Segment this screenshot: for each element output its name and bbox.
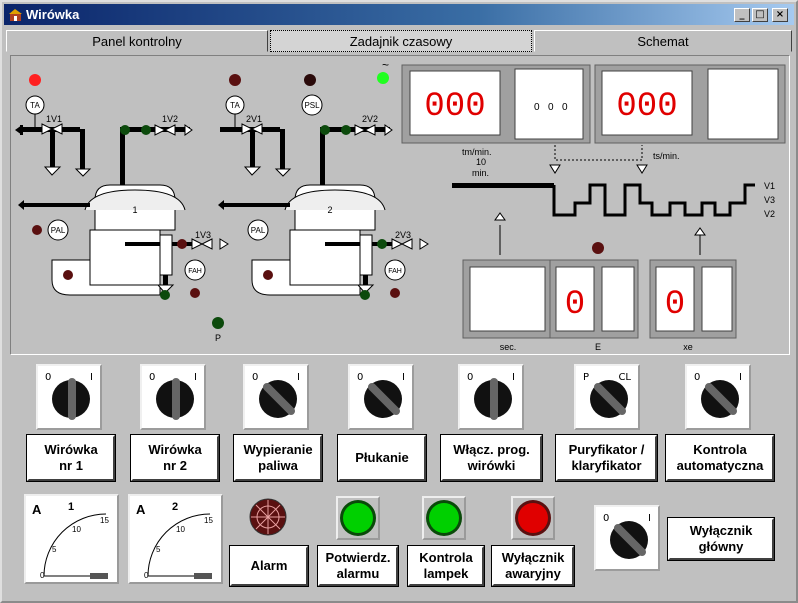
tm-value: 10 <box>476 157 486 167</box>
svg-text:10: 10 <box>176 525 185 534</box>
counter-label: sec. <box>500 342 517 352</box>
pressure-label: P <box>215 333 221 343</box>
svg-text:0: 0 <box>40 571 45 580</box>
counter-xe: 0 xe <box>649 259 737 352</box>
valve-label: 1V3 <box>195 230 211 240</box>
ammeter-2: A 2 0 5 10 15 <box>128 494 223 584</box>
timer-module-1: 000 0 0 0 <box>401 64 591 144</box>
tab-panel-kontrolny[interactable]: Panel kontrolny <box>6 30 268 52</box>
valve-label: 1V2 <box>162 114 178 124</box>
counter-label: E <box>595 342 601 352</box>
counter-e-display: 0 <box>565 286 585 324</box>
alarm-lamp <box>249 498 287 536</box>
process-schematic: TA 1V1 1V2 1 PAL 1V3 <box>15 58 786 352</box>
svg-text:15: 15 <box>204 516 213 525</box>
sensor-label: TA <box>30 101 40 110</box>
timer-2-display: 000 <box>616 88 677 126</box>
wheel-digit: 0 <box>562 102 568 113</box>
centrifuge-label: 2 <box>327 205 332 215</box>
sensor-label: FAH <box>188 268 202 275</box>
app-icon <box>9 9 22 21</box>
window-title: Wirówka <box>26 7 80 22</box>
svg-text:15: 15 <box>100 516 109 525</box>
level-label: V3 <box>764 195 775 205</box>
maximize-button[interactable]: □ <box>752 8 768 22</box>
close-button[interactable]: × <box>772 8 788 22</box>
valve-label: 2V1 <box>246 114 262 124</box>
valve-label: 1V1 <box>46 114 62 124</box>
wheel-digit: 0 <box>548 102 554 113</box>
timer-module-2: 000 <box>594 64 786 144</box>
emergency-lamp <box>511 496 555 540</box>
level-label: V2 <box>764 209 775 219</box>
indicator-red <box>29 74 41 86</box>
power-symbol: ~ <box>382 58 389 72</box>
centrifuge-label: 1 <box>132 205 137 215</box>
timing-diagram: tm/min. 10 min. ts/min. V1 V3 V2 <box>452 145 775 255</box>
valve-label: 2V2 <box>362 114 378 124</box>
sensor-label: PAL <box>251 226 266 235</box>
confirm-lamp <box>336 496 380 540</box>
valve-label: 2V3 <box>395 230 411 240</box>
sensor-label: PAL <box>51 226 66 235</box>
program-button[interactable]: Włącz. prog.wirówki <box>440 434 543 482</box>
tab-zadajnik-czasowy[interactable]: Zadajnik czasowy <box>270 30 532 52</box>
counter-e: 0 E <box>549 259 639 352</box>
sensor-label: PSL <box>304 101 320 110</box>
minimize-button[interactable]: _ <box>734 8 750 22</box>
schematic-panel <box>10 55 790 355</box>
plukanie-button[interactable]: Płukanie <box>337 434 427 482</box>
svg-text:5: 5 <box>52 545 57 554</box>
ammeter-1: A 1 0 5 10 15 <box>24 494 119 584</box>
sensor-label: TA <box>230 101 240 110</box>
wheel-digit: 0 <box>534 102 540 113</box>
svg-text:10: 10 <box>72 525 81 534</box>
sensor-label: FAH <box>388 268 402 275</box>
svg-text:A: A <box>136 502 146 517</box>
svg-text:5: 5 <box>156 545 161 554</box>
timer-1-display: 000 <box>424 88 485 126</box>
svg-text:A: A <box>32 502 42 517</box>
confirm-alarm-button[interactable]: Potwierdz.alarmu <box>317 545 399 587</box>
power-indicator <box>377 72 389 84</box>
lamp-test-lamp <box>422 496 466 540</box>
counter-label: xe <box>683 342 693 352</box>
centrifuge-1: TA 1V1 1V2 1 PAL 1V3 <box>15 74 229 300</box>
tm-label: tm/min. <box>462 147 492 157</box>
svg-text:2: 2 <box>172 501 178 513</box>
level-label: V1 <box>764 181 775 191</box>
svg-text:0: 0 <box>144 571 149 580</box>
ts-label: ts/min. <box>653 151 680 161</box>
counter-xe-display: 0 <box>665 286 685 324</box>
tab-bar: Panel kontrolny Zadajnik czasowy Schemat <box>6 30 796 52</box>
tm-unit: min. <box>472 168 489 178</box>
alarm-button[interactable]: Alarm <box>229 545 309 587</box>
tab-schemat[interactable]: Schemat <box>534 30 792 52</box>
centrifuge-2: TA 2V1 PSL 2V2 2 PAL 2V3 <box>218 74 429 300</box>
svg-text:1: 1 <box>68 501 74 513</box>
pressure-indicator <box>212 317 224 329</box>
counter-sec: sec. <box>462 259 552 352</box>
title-bar: Wirówka _ □ × <box>4 4 794 25</box>
puryfikator-button[interactable]: Puryfikator /klaryfikator <box>555 434 658 482</box>
